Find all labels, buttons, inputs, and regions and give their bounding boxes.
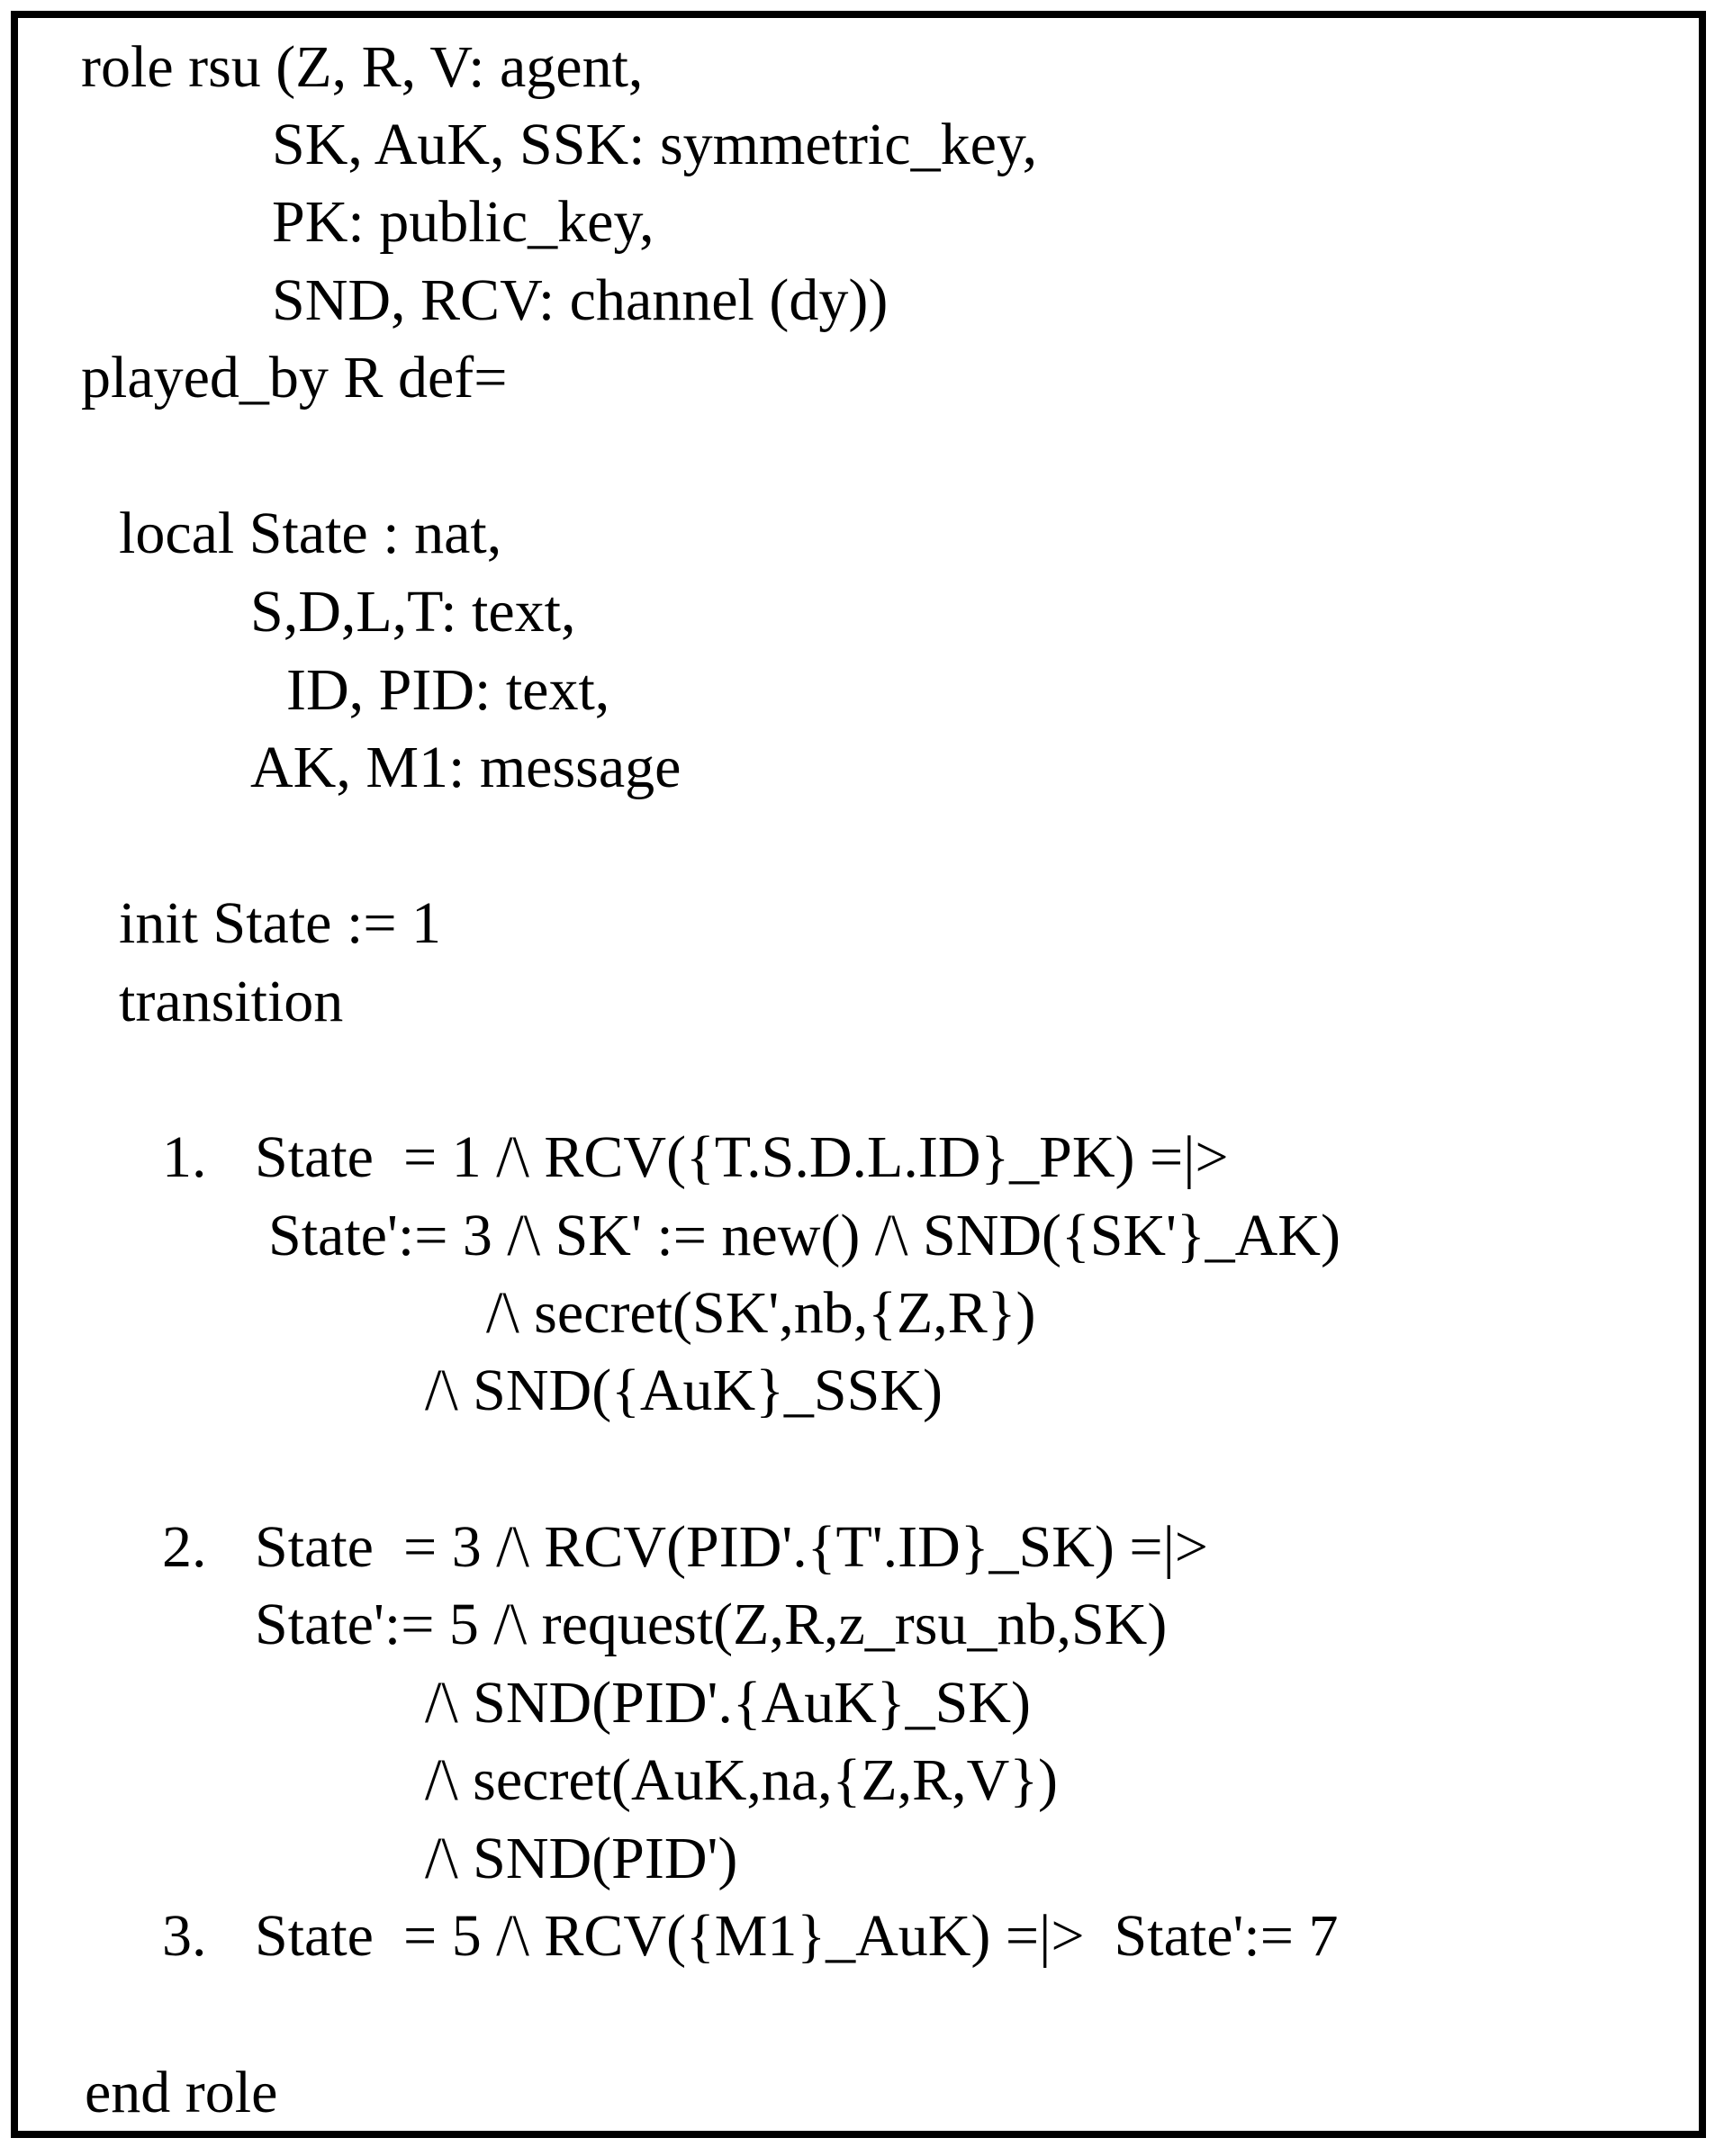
transition-1-line-1: State = 1 /\ RCV({T.S.D.L.ID}_PK) =|> <box>255 1124 1229 1190</box>
transition-2-line-1: State = 3 /\ RCV(PID'.{T'.ID}_SK) =|> <box>255 1514 1208 1580</box>
code-line-local-id: ID, PID: text, <box>286 657 610 723</box>
transition-number-2: 2. <box>162 1514 207 1580</box>
code-line-pk: PK: public_key, <box>272 189 654 255</box>
code-line-transition: transition <box>119 969 344 1034</box>
code-line-channels: SND, RCV: channel (dy)) <box>272 267 889 333</box>
code-line-end-role: end role <box>85 2060 278 2125</box>
transition-number-1: 1. <box>162 1124 207 1190</box>
transition-2-line-2: State':= 5 /\ request(Z,R,z_rsu_nb,SK) <box>255 1592 1168 1657</box>
transition-1-line-2: State':= 3 /\ SK' := new() /\ SND({SK'}_… <box>268 1203 1340 1268</box>
code-line-local-sdlt: S,D,L,T: text, <box>250 579 576 645</box>
code-line-local-msg: AK, M1: message <box>250 735 681 800</box>
code-line-local-state: local State : nat, <box>119 501 502 566</box>
code-frame: role rsu (Z, R, V: agent, SK, AuK, SSK: … <box>11 11 1706 2138</box>
transition-2-line-5: /\ SND(PID') <box>425 1826 738 1891</box>
transition-1-line-4: /\ SND({AuK}_SSK) <box>425 1358 943 1423</box>
code-line-role: role rsu (Z, R, V: agent, <box>81 34 644 100</box>
transition-2-line-3: /\ SND(PID'.{AuK}_SK) <box>425 1670 1031 1736</box>
code-line-init: init State := 1 <box>119 890 442 956</box>
transition-2-line-4: /\ secret(AuK,na,{Z,R,V}) <box>425 1747 1058 1813</box>
code-line-played-by: played_by R def= <box>81 345 508 410</box>
transition-number-3: 3. <box>162 1903 207 1969</box>
transition-3-line-1: State = 5 /\ RCV({M1}_AuK) =|> State':= … <box>255 1903 1339 1969</box>
code-line-keys: SK, AuK, SSK: symmetric_key, <box>272 112 1038 177</box>
transition-1-line-3: /\ secret(SK',nb,{Z,R}) <box>486 1280 1036 1346</box>
